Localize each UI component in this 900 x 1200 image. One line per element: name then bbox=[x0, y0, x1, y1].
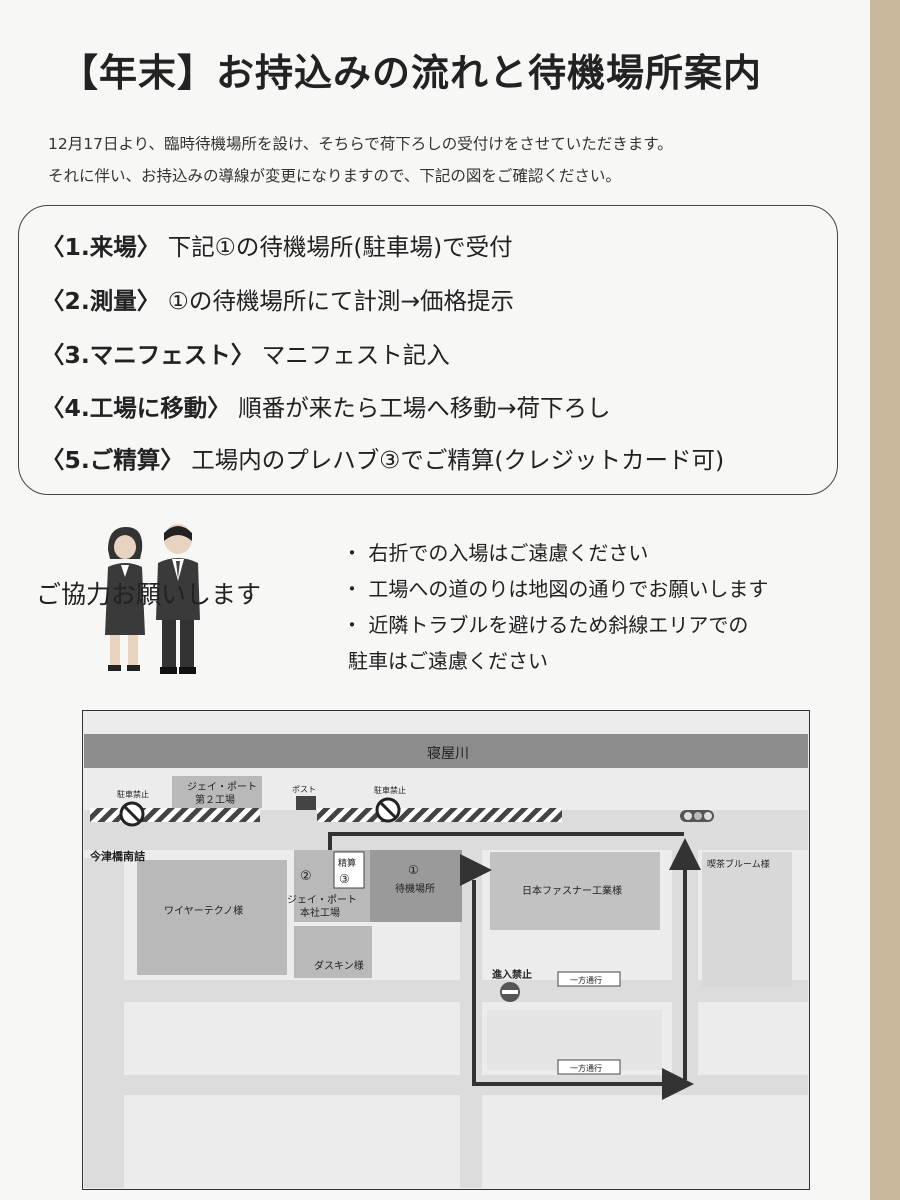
wire-techno-building bbox=[137, 860, 287, 975]
marker-2: ② bbox=[300, 869, 312, 884]
no-parking-label: 駐車禁止 bbox=[117, 789, 149, 799]
jport-factory2-label: 第２工場 bbox=[195, 793, 235, 806]
intersection-label: 今津橋南詰 bbox=[89, 849, 145, 863]
one-way-label: 一方通行 bbox=[570, 1063, 602, 1073]
side-road bbox=[84, 858, 124, 1188]
waiting-area-label: 待機場所 bbox=[395, 882, 435, 895]
step-2: 〈2.測量〉 ①の待機場所にて計測→価格提示 bbox=[41, 287, 515, 315]
step-4: 〈4.工場に移動〉 順番が来たら工場へ移動→荷下ろし bbox=[41, 394, 611, 422]
intro-text: 12月17日より、臨時待機場所を設け、そちらで荷下ろしの受付けをさせていただきま… bbox=[48, 128, 673, 192]
access-map: 寝屋川 ジェイ・ポート 第２工場 ワイヤーテクノ様 ② ジェイ・ポート 本社工場… bbox=[82, 710, 810, 1190]
intro-line: それに伴い、お持込みの導線が変更になりますので、下記の図をご確認ください。 bbox=[48, 167, 621, 185]
note-item: ・ 工場への道のりは地図の通りでお願いします bbox=[342, 577, 769, 601]
step-5: 〈5.ご精算〉 工場内のプレハブ③でご精算(クレジットカード可) bbox=[41, 446, 725, 474]
marker-1: ① bbox=[408, 863, 419, 877]
one-way-sign bbox=[557, 971, 621, 987]
side-road bbox=[460, 850, 482, 1188]
river bbox=[84, 734, 808, 768]
one-way-sign bbox=[557, 1059, 621, 1075]
no-parking-area bbox=[317, 808, 562, 822]
nihon-fastener-label: 日本ファスナー工業様 bbox=[522, 884, 622, 897]
duskin-label: ダスキン様 bbox=[314, 959, 364, 972]
note-item: ・ 右折での入場はご遠慮ください bbox=[342, 541, 649, 565]
no-parking-sign-slash bbox=[378, 800, 398, 820]
lower-road bbox=[84, 1075, 808, 1095]
route-line bbox=[328, 832, 684, 850]
post-label: ポスト bbox=[292, 785, 316, 794]
cross-road bbox=[84, 980, 808, 1002]
seisan-label: 精算 bbox=[338, 857, 356, 869]
post-box bbox=[296, 796, 316, 810]
one-way-label: 一方通行 bbox=[570, 975, 602, 985]
nihon-fastener-building bbox=[490, 852, 660, 930]
steps-box: 〈1.来場〉 下記①の待機場所(駐車場)で受付 〈2.測量〉 ①の待機場所にて計… bbox=[18, 205, 838, 495]
jport-factory2 bbox=[172, 776, 262, 808]
river-label: 寝屋川 bbox=[427, 745, 469, 762]
jport-hq-label: ジェイ・ポート bbox=[287, 894, 357, 906]
cooperation-heading: ご協力お願いします bbox=[36, 580, 262, 609]
cafe-bloom-label: 喫茶ブルーム様 bbox=[707, 858, 770, 870]
page-title: 【年末】お持込みの流れと待機場所案内 bbox=[60, 51, 763, 95]
note-item: ・ 近隣トラブルを避けるため斜線エリアでの bbox=[342, 613, 749, 637]
jport-factory2-label: ジェイ・ポート bbox=[187, 781, 257, 793]
bowing-staff-illustration bbox=[105, 524, 200, 674]
duskin-building bbox=[294, 926, 372, 978]
step-1: 〈1.来場〉 下記①の待機場所(駐車場)で受付 bbox=[41, 233, 513, 261]
no-entry-label: 進入禁止 bbox=[492, 968, 532, 981]
note-item: 駐車はご遠慮ください bbox=[348, 649, 548, 673]
waiting-area bbox=[370, 850, 462, 922]
no-parking-label: 駐車禁止 bbox=[374, 785, 406, 795]
step-3: 〈3.マニフェスト〉 マニフェスト記入 bbox=[41, 341, 450, 369]
no-parking-area bbox=[90, 808, 260, 822]
route-line bbox=[472, 880, 694, 1100]
table-background bbox=[870, 0, 900, 1200]
marker-3: ③ bbox=[339, 872, 350, 886]
jport-hq-label: 本社工場 bbox=[300, 906, 340, 919]
seisan-prefab bbox=[333, 851, 365, 889]
wire-techno-label: ワイヤーテクノ様 bbox=[164, 904, 243, 917]
no-parking-sign-slash bbox=[122, 804, 142, 824]
intro-line: 12月17日より、臨時待機場所を設け、そちらで荷下ろしの受付けをさせていただきま… bbox=[48, 135, 673, 153]
cafe-bloom-building bbox=[702, 852, 792, 987]
notes-list: ・ 右折での入場はご遠慮ください ・ 工場への道のりは地図の通りでお願いします … bbox=[342, 535, 768, 679]
